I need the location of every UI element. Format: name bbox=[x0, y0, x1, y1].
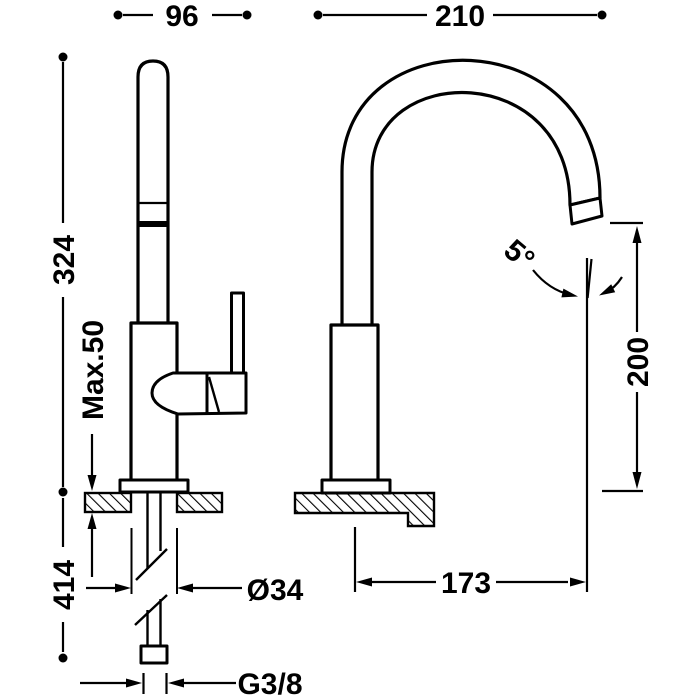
front-body bbox=[329, 323, 380, 483]
side-counter-left-slab bbox=[83, 491, 133, 514]
dim-dot bbox=[113, 10, 123, 20]
spout-outlet-tip bbox=[568, 196, 604, 226]
dim-max-deck-thickness: Max.50 bbox=[77, 320, 110, 577]
dim-inlet-thread: G3/8 bbox=[80, 668, 303, 700]
dim-dot bbox=[58, 52, 68, 62]
dim-dot bbox=[58, 487, 68, 497]
arrowhead-left bbox=[356, 577, 372, 587]
front-counter bbox=[293, 491, 436, 528]
dim-overall-width: 210 bbox=[313, 0, 607, 33]
dim-dot bbox=[597, 10, 607, 20]
dim-spout-depth: 96 bbox=[113, 0, 252, 33]
hose-break-slash-1 bbox=[135, 548, 168, 581]
front-view bbox=[293, 58, 604, 528]
dim-dot bbox=[313, 10, 323, 20]
side-view bbox=[83, 59, 248, 665]
arrowhead-arc-right bbox=[599, 284, 616, 296]
dim-outlet-height: 200 bbox=[602, 221, 655, 493]
arrowhead-up bbox=[87, 513, 97, 529]
dim-below-deck-length-label: 414 bbox=[48, 560, 81, 610]
arrowhead-left bbox=[168, 678, 184, 688]
dim-spout-reach-label: 173 bbox=[441, 567, 491, 600]
side-base-flange bbox=[118, 478, 190, 494]
arrowhead-arc-left bbox=[561, 288, 578, 298]
arrowhead-right bbox=[570, 577, 586, 587]
dim-body-diameter: Ø34 bbox=[86, 528, 304, 607]
dim-max-deck-thickness-label: Max.50 bbox=[77, 320, 110, 420]
supply-hose bbox=[134, 492, 168, 646]
dim-height-above-deck: 324 bbox=[48, 52, 81, 497]
handle-housing bbox=[150, 371, 248, 416]
dim-dot bbox=[242, 10, 252, 20]
hose-nut-g38 bbox=[139, 644, 169, 665]
outlet-axis-tilted-line bbox=[586, 258, 593, 299]
arrowhead-up bbox=[632, 226, 642, 243]
handle-lever bbox=[230, 291, 245, 376]
dim-spout-depth-label: 96 bbox=[165, 0, 198, 33]
arrowhead-down bbox=[87, 475, 97, 491]
dim-body-diameter-label: Ø34 bbox=[247, 574, 304, 607]
arrowhead-left bbox=[177, 583, 193, 593]
dim-dot bbox=[58, 653, 68, 663]
dim-below-deck-length: 414 bbox=[48, 498, 81, 663]
front-base-flange bbox=[320, 478, 392, 495]
dim-height-above-deck-label: 324 bbox=[48, 235, 81, 285]
dim-spout-reach: 173 bbox=[353, 258, 589, 600]
arrowhead-down bbox=[632, 472, 642, 489]
side-spout-column bbox=[136, 59, 170, 323]
arrowhead-right bbox=[126, 678, 142, 688]
dim-overall-width-label: 210 bbox=[435, 0, 485, 33]
arrowhead-right bbox=[115, 583, 131, 593]
handle-housing-diagonal bbox=[207, 376, 221, 413]
dim-inlet-thread-label: G3/8 bbox=[237, 668, 302, 700]
side-counter-right-slab bbox=[175, 491, 224, 514]
dim-outlet-height-label: 200 bbox=[622, 337, 655, 387]
